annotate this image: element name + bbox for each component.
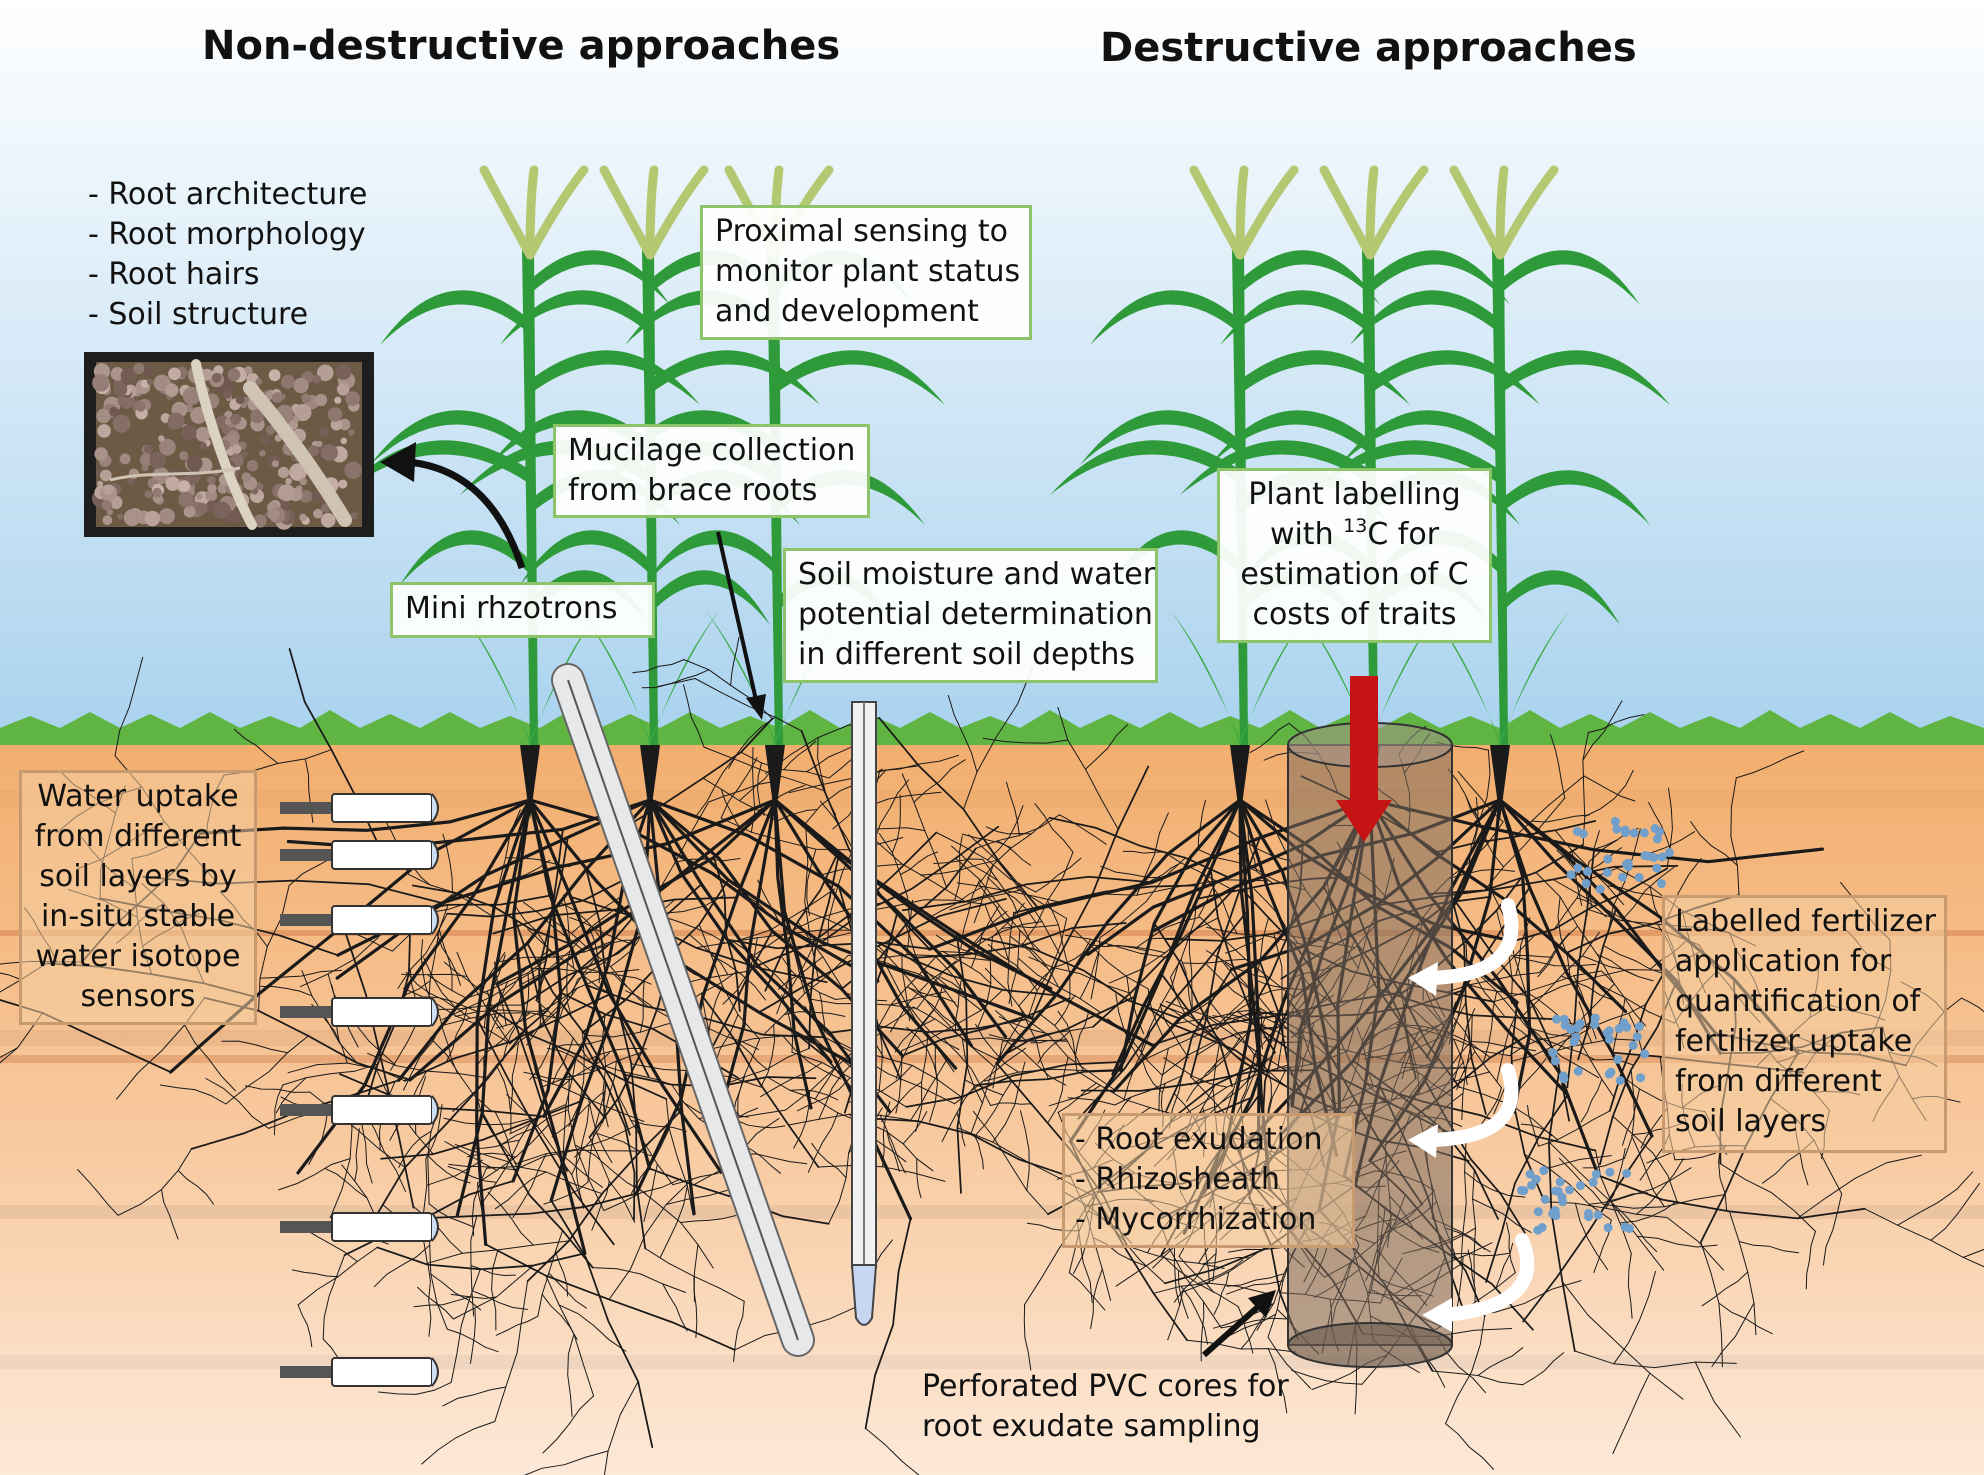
destructive-heading: Destructive approaches [1100, 25, 1637, 71]
mini-rhizotron-tube [551, 663, 815, 1357]
label-line: from different [1675, 1064, 1882, 1099]
label-line: from brace roots [568, 473, 818, 508]
root-trait-item: - Root architecture [88, 177, 368, 212]
label-line: Labelled fertilizer [1675, 904, 1936, 939]
pvc-caption: Perforated PVC cores for root exudate sa… [922, 1367, 1289, 1447]
label-line: water isotope [35, 939, 241, 974]
root-trait-item: - Root hairs [88, 257, 260, 292]
isotope-prefix: with [1269, 517, 1344, 552]
grass-strip [0, 710, 1984, 745]
mini-rhizotrons-label: Mini rhzotrons [390, 582, 655, 638]
label-line: in different soil depths [798, 637, 1135, 672]
label-line: monitor plant status [715, 254, 1021, 289]
label-line: Proximal sensing to [715, 214, 1009, 249]
label-line: root exudate sampling [922, 1409, 1261, 1444]
pvc-pointer-arrow [1202, 1290, 1276, 1358]
flow-arrow-heads [1408, 962, 1452, 1332]
label-line: Mini rhzotrons [405, 591, 618, 626]
label-line: potential determination [798, 597, 1153, 632]
fertilizer-dots [1517, 816, 1674, 1235]
label-line: estimation of C [1240, 557, 1469, 592]
label-line: Soil moisture and water [798, 557, 1156, 592]
label-line: soil layers by [39, 859, 237, 894]
isotope-suffix: C for [1367, 517, 1440, 552]
label-line: quantification of [1675, 984, 1921, 1019]
label-line: - Rhizosheath [1075, 1162, 1280, 1197]
isotope-sensors [280, 793, 439, 1387]
root-trait-item: - Soil structure [88, 297, 309, 332]
root-traits-list: - Root architecture - Root morphology - … [88, 175, 367, 335]
label-line: Water uptake [37, 779, 239, 814]
label-line: Mucilage collection [568, 433, 856, 468]
fertilizer-label: Labelled fertilizer application for quan… [1662, 895, 1947, 1153]
label-line: soil layers [1675, 1104, 1827, 1139]
label-line: sensors [80, 979, 196, 1014]
label-line: costs of traits [1252, 597, 1457, 632]
proximal-sensing-label: Proximal sensing to monitor plant status… [700, 205, 1032, 340]
water-uptake-label: Water uptake from different soil layers … [19, 770, 257, 1025]
mucilage-label: Mucilage collection from brace roots [553, 424, 870, 518]
soil-moisture-label: Soil moisture and water potential determ… [783, 548, 1158, 683]
label-line: fertilizer uptake [1675, 1024, 1913, 1059]
plant-labelling-label: Plant labelling with 13C for estimation … [1217, 468, 1492, 643]
root-image-panel [84, 352, 374, 537]
label-line: in-situ stable [40, 899, 236, 934]
carbon-label-arrow [1336, 676, 1392, 842]
exudation-label: - Root exudation - Rhizosheath - Mycorrh… [1062, 1113, 1355, 1248]
soil-moisture-probe [850, 701, 878, 1326]
fertilizer-flow-arrows [1423, 898, 1535, 1322]
label-line: Perforated PVC cores for [922, 1369, 1289, 1404]
isotope-mass-number: 13 [1343, 515, 1368, 537]
label-line-isotope: with 13C for [1232, 515, 1477, 555]
label-line: and development [715, 294, 979, 329]
non-destructive-heading: Non-destructive approaches [202, 23, 841, 69]
label-line: from different [34, 819, 242, 854]
label-line: Plant labelling [1248, 477, 1461, 512]
label-line: - Root exudation [1075, 1122, 1323, 1157]
label-line: application for [1675, 944, 1892, 979]
rhizotron-image-arrow [380, 442, 526, 570]
mucilage-arrow [716, 531, 766, 720]
root-trait-item: - Root morphology [88, 217, 366, 252]
label-line: - Mycorrhization [1075, 1202, 1317, 1237]
